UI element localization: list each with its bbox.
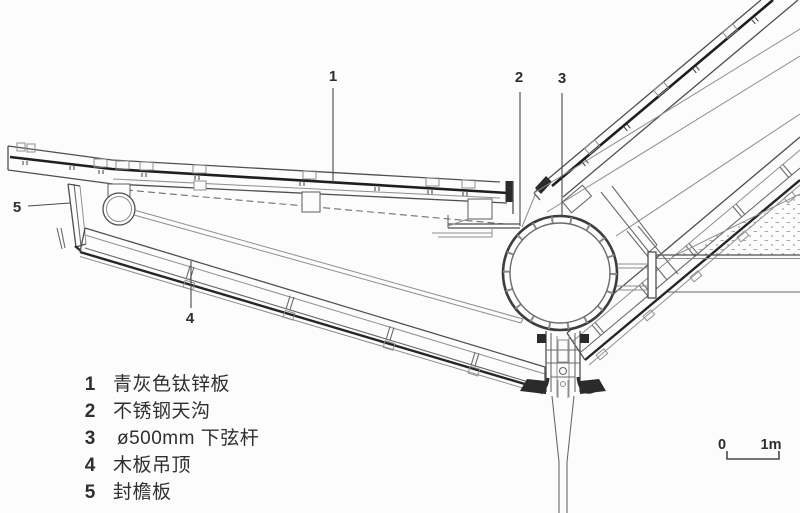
eave-clip-plate bbox=[561, 184, 593, 214]
legend-item-num: 2 bbox=[85, 401, 96, 422]
callout-2: 2 bbox=[515, 69, 523, 226]
legend-item-4: 4 木板吊顶 bbox=[85, 454, 191, 476]
ceiling-plank-dividers bbox=[185, 265, 480, 367]
callout-1: 1 bbox=[329, 68, 337, 184]
legend-item-label: 青灰色钛锌板 bbox=[113, 373, 230, 395]
eave-assembly bbox=[56, 183, 136, 252]
legend-item-num: 5 bbox=[85, 482, 96, 503]
roof-sleeper-blocks-right bbox=[583, 23, 739, 155]
insulation-hatch bbox=[671, 193, 800, 258]
legend-item-num: 3 bbox=[85, 428, 96, 449]
wood-ceiling-board-line-right bbox=[584, 179, 800, 361]
callout-4-label: 4 bbox=[186, 310, 195, 327]
callout-5-leader bbox=[27, 202, 71, 207]
legend-item-2: 2 不锈钢天沟 bbox=[85, 400, 211, 422]
callout-4: 4 bbox=[186, 261, 195, 327]
callout-2-label: 2 bbox=[515, 69, 523, 86]
scale-bar-line bbox=[726, 451, 780, 460]
horizontal-beam-lines bbox=[656, 254, 800, 293]
legend-item-label: ø500mm 下弦杆 bbox=[117, 427, 259, 449]
valley-gutter bbox=[432, 181, 536, 238]
legend-item-label: 木板吊顶 bbox=[113, 454, 191, 476]
eave-drip-edge bbox=[56, 227, 66, 250]
callout-3: 3 bbox=[558, 70, 566, 217]
legend-item-label: 封檐板 bbox=[113, 481, 172, 503]
left-ceiling-assembly bbox=[79, 209, 546, 395]
panel-clip-ticks-right bbox=[581, 17, 759, 167]
legend: 1 青灰色钛锌板 2 不锈钢天沟 3 ø500mm 下弦杆 4 木板吊顶 5 封… bbox=[85, 373, 259, 503]
legend-item-num: 1 bbox=[85, 374, 96, 395]
scale-zero-label: 0 bbox=[718, 437, 726, 453]
web-struts bbox=[600, 185, 679, 299]
bolt bbox=[558, 366, 568, 376]
left-roof-panel-assembly bbox=[7, 142, 509, 225]
callout-5: 5 bbox=[13, 199, 71, 216]
legend-item-1: 1 青灰色钛锌板 bbox=[85, 373, 230, 395]
panel-clip-ticks bbox=[22, 161, 468, 196]
legend-item-label: 不锈钢天沟 bbox=[113, 400, 211, 422]
scale-one-label: 1m bbox=[761, 437, 782, 453]
roof-sleeper-blocks bbox=[16, 142, 476, 189]
wood-ceiling-board-line bbox=[79, 250, 546, 392]
callout-3-label: 3 bbox=[558, 70, 566, 87]
scale-bar: 0 1m bbox=[718, 437, 782, 460]
fascia-board bbox=[67, 183, 87, 252]
callout-1-label: 1 bbox=[329, 68, 337, 85]
eave-edge-tube bbox=[102, 192, 136, 226]
hanger-rod bbox=[551, 395, 575, 513]
callout-5-label: 5 bbox=[13, 199, 21, 216]
right-roof-panel-assembly bbox=[533, 0, 800, 237]
bracket-foot-right bbox=[580, 379, 606, 394]
hanger-bracket bbox=[520, 331, 606, 513]
tie-rod bbox=[133, 209, 524, 324]
connection-plate bbox=[647, 251, 657, 299]
legend-item-3: 3 ø500mm 下弦杆 bbox=[85, 427, 259, 449]
lower-chord-tube bbox=[501, 214, 619, 332]
legend-item-5: 5 封檐板 bbox=[85, 481, 172, 503]
ceiling-clips bbox=[182, 279, 481, 377]
titanium-zinc-panel-line bbox=[9, 155, 509, 195]
legend-item-num: 4 bbox=[85, 455, 96, 476]
rafter-lines bbox=[533, 28, 800, 237]
